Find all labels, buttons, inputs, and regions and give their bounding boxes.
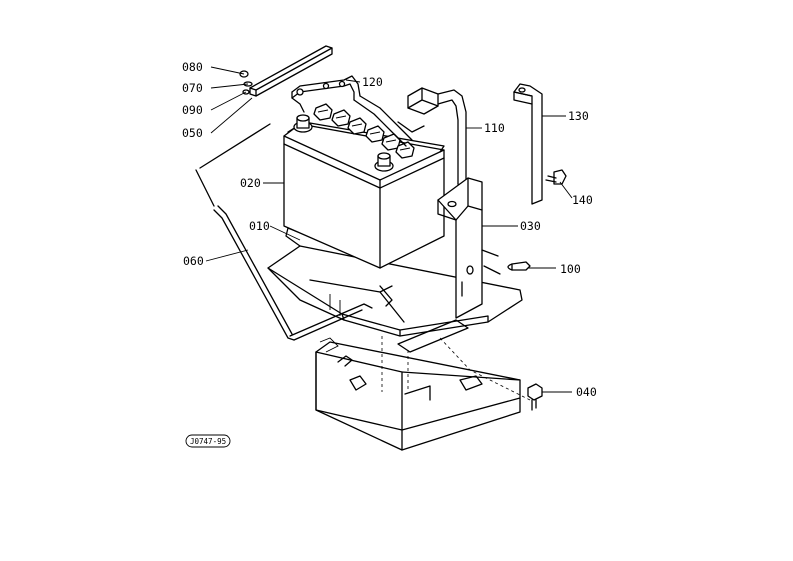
clip-100 <box>507 261 531 271</box>
callout-labels: 080 070 090 050 120 110 130 020 140 010 … <box>182 60 597 399</box>
drawing-code: J0747-95 <box>190 437 226 446</box>
callout-040: 040 <box>576 385 597 399</box>
callout-140: 140 <box>572 193 593 207</box>
holddown-rod <box>195 45 373 341</box>
bracket-130 <box>513 83 543 205</box>
callout-060: 060 <box>183 254 204 268</box>
callout-110: 110 <box>484 121 505 135</box>
bolt-140 <box>545 169 567 185</box>
leader-lines <box>205 66 573 393</box>
callout-020: 020 <box>240 176 261 190</box>
cable-120 <box>291 75 413 147</box>
bracket-030 <box>437 177 501 319</box>
callout-090: 090 <box>182 103 203 117</box>
callout-010: 010 <box>249 219 270 233</box>
callout-130: 130 <box>568 109 589 123</box>
battery <box>283 103 445 269</box>
drawing-code-stamp: J0747-95 <box>185 434 231 448</box>
bolt-040 <box>527 383 543 411</box>
callout-030: 030 <box>520 219 541 233</box>
callout-080: 080 <box>182 60 203 74</box>
callout-050: 050 <box>182 126 203 140</box>
callout-120: 120 <box>362 75 383 89</box>
callout-070: 070 <box>182 81 203 95</box>
callout-100: 100 <box>560 262 581 276</box>
lower-tray <box>315 337 521 451</box>
